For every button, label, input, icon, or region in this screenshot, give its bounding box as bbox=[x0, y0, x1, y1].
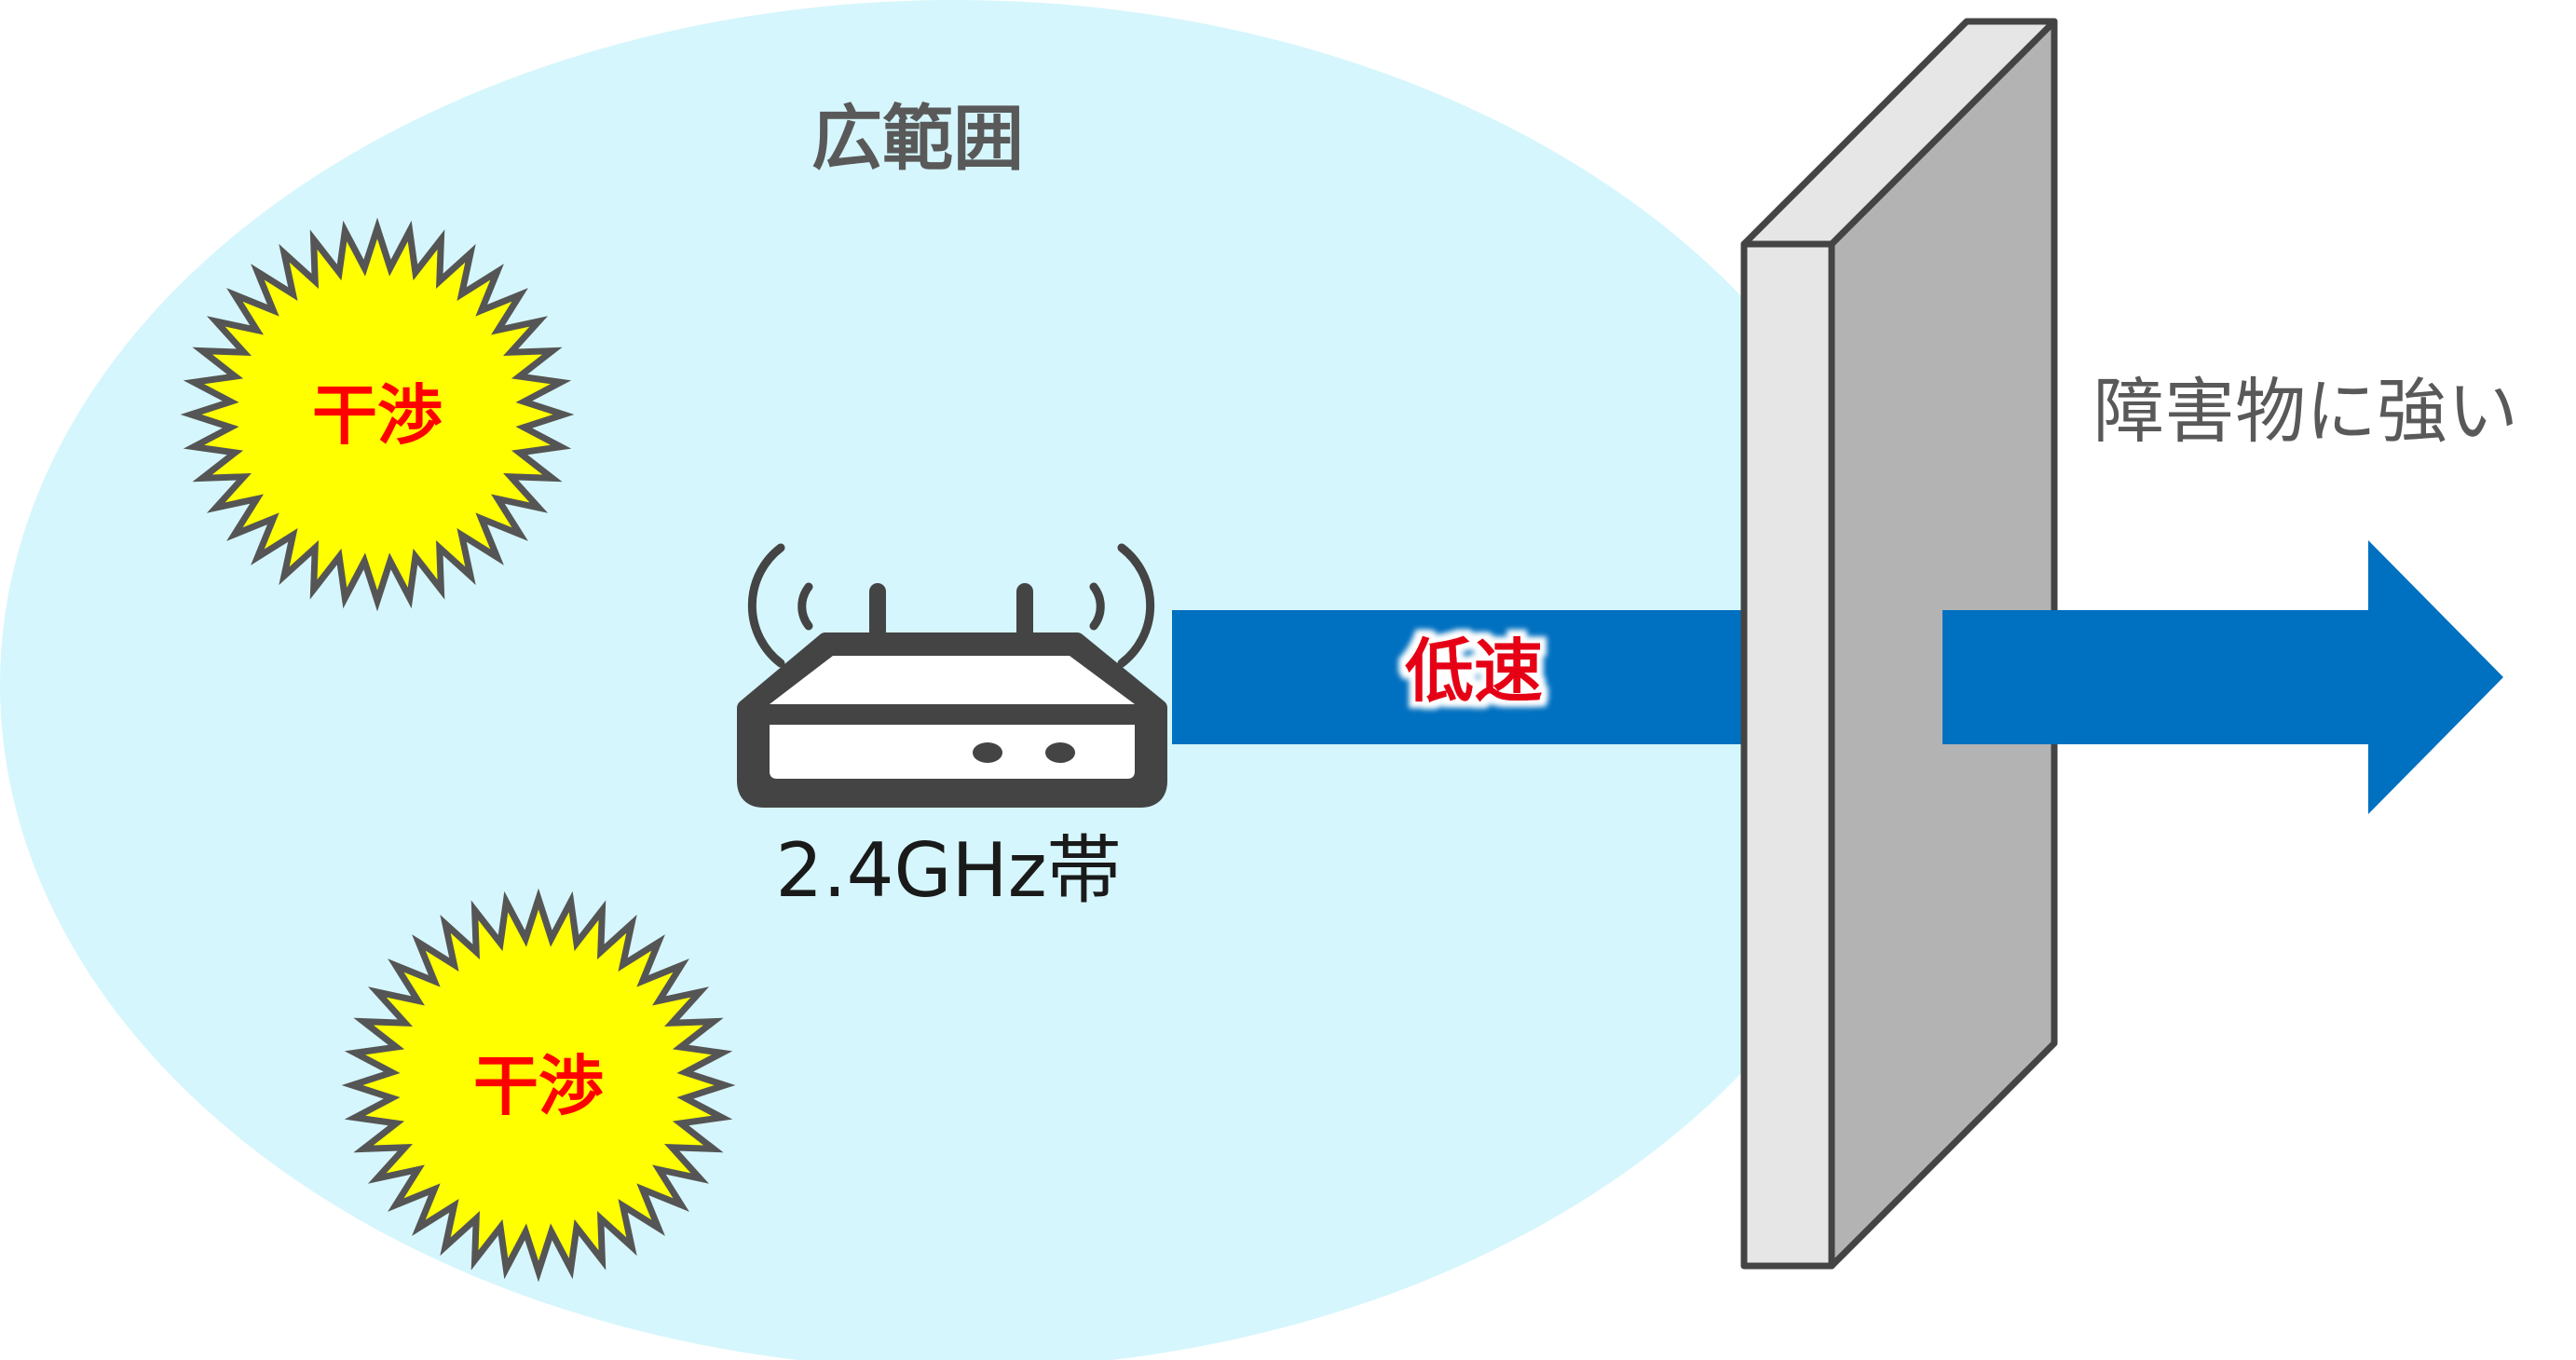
router-light bbox=[1045, 742, 1075, 763]
router-face bbox=[770, 725, 1135, 779]
speed-label: 低速 bbox=[1405, 632, 1543, 712]
signal-waves-right bbox=[1089, 543, 1155, 668]
router-light bbox=[973, 742, 1002, 763]
wall-front bbox=[1740, 240, 1835, 1270]
right-arrow bbox=[1942, 540, 2503, 814]
signal-waves-left bbox=[747, 543, 813, 668]
obstacle-label: 障害物に強い bbox=[2093, 370, 2518, 453]
interference-label-bottom: 干渉 bbox=[473, 1048, 604, 1124]
band-label: 2.4GHz帯 bbox=[775, 827, 1121, 914]
starburst-icon bbox=[341, 888, 736, 1283]
wifi-router-icon bbox=[737, 543, 1167, 808]
interference-burst-bottom: 干渉 bbox=[341, 888, 736, 1283]
interference-burst-top: 干渉 bbox=[180, 217, 575, 612]
coverage-label: 広範囲 bbox=[811, 97, 1024, 180]
router-top bbox=[770, 656, 1135, 704]
interference-label-top: 干渉 bbox=[312, 377, 443, 454]
signal-arrow-shaft bbox=[1172, 610, 1750, 744]
starburst-icon bbox=[180, 217, 575, 612]
